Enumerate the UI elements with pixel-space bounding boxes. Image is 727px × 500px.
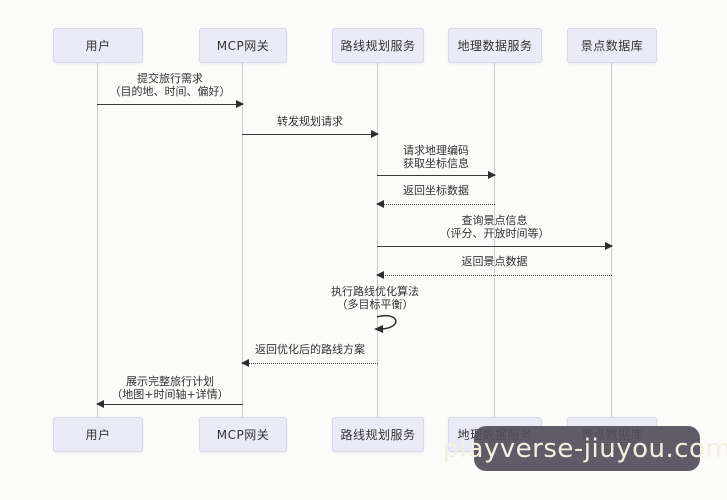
message-arrow-return-poi-data bbox=[376, 270, 612, 279]
arrowhead-right-icon bbox=[488, 170, 496, 179]
lifeline-user bbox=[97, 63, 98, 417]
message-arrow-submit-travel-request bbox=[97, 99, 244, 108]
message-arrow-request-geocoding bbox=[377, 170, 496, 179]
lifeline-poi-database bbox=[611, 63, 612, 417]
participant-bottom-mcp-gateway: MCP网关 bbox=[199, 417, 287, 452]
message-arrow-query-poi-info bbox=[377, 241, 613, 250]
arrowhead-right-icon bbox=[236, 99, 244, 108]
self-loop-arrow-icon bbox=[374, 314, 397, 333]
arrowhead-left-icon bbox=[376, 199, 384, 208]
participant-label: 路线规划服务 bbox=[340, 428, 416, 442]
message-label-return-optimized-route: 返回优化后的路线方案 bbox=[255, 343, 365, 356]
arrowhead-right-icon bbox=[371, 129, 379, 138]
message-label-return-coordinates: 返回坐标数据 bbox=[403, 184, 469, 197]
message-label-return-poi-data: 返回景点数据 bbox=[461, 255, 528, 268]
participant-label: MCP网关 bbox=[216, 428, 270, 442]
message-arrow-return-coordinates bbox=[376, 199, 495, 208]
message-arrow-return-optimized-route bbox=[241, 358, 378, 367]
participant-bottom-user: 用户 bbox=[53, 417, 143, 452]
participant-top-geo-data-service: 地理数据服务 bbox=[448, 28, 542, 63]
message-label-run-optimization: 执行路线优化算法 （多目标平衡） bbox=[331, 285, 419, 311]
message-label-request-geocoding: 请求地理编码 获取坐标信息 bbox=[403, 144, 469, 170]
message-label-submit-travel-request: 提交旅行需求 （目的地、时间、偏好） bbox=[109, 72, 231, 98]
arrowhead-right-icon bbox=[605, 241, 613, 250]
lifeline-route-planning-service bbox=[377, 63, 378, 417]
arrowhead-left-icon bbox=[96, 399, 104, 408]
participant-top-poi-database: 景点数据库 bbox=[567, 28, 657, 63]
participant-label: 用户 bbox=[85, 428, 111, 442]
participant-bottom-route-planning-service: 路线规划服务 bbox=[332, 417, 424, 452]
message-label-query-poi-info: 查询景点信息 （评分、开放时间等） bbox=[439, 214, 550, 240]
message-arrow-show-travel-plan bbox=[96, 399, 243, 408]
message-arrow-forward-planning-request bbox=[242, 129, 379, 138]
lifeline-mcp-gateway bbox=[242, 63, 243, 417]
participant-label: 路线规划服务 bbox=[340, 39, 416, 53]
message-label-forward-planning-request: 转发规划请求 bbox=[277, 115, 343, 128]
participant-label: 用户 bbox=[85, 39, 111, 53]
lifeline-geo-data-service bbox=[494, 63, 495, 417]
watermark-text: playverse-jiuyou.com bbox=[442, 433, 727, 464]
message-label-show-travel-plan: 展示完整旅行计划 （地图+时间轴+详情） bbox=[111, 375, 229, 401]
participant-label: MCP网关 bbox=[216, 39, 270, 53]
participant-label: 景点数据库 bbox=[580, 39, 644, 53]
participant-top-route-planning-service: 路线规划服务 bbox=[332, 28, 424, 63]
arrowhead-left-icon bbox=[241, 358, 249, 367]
participant-label: 地理数据服务 bbox=[457, 39, 533, 53]
watermark: playverse-jiuyou.com bbox=[443, 426, 727, 471]
arrowhead-left-icon bbox=[376, 270, 384, 279]
participant-top-user: 用户 bbox=[53, 28, 143, 63]
participant-top-mcp-gateway: MCP网关 bbox=[199, 28, 287, 63]
